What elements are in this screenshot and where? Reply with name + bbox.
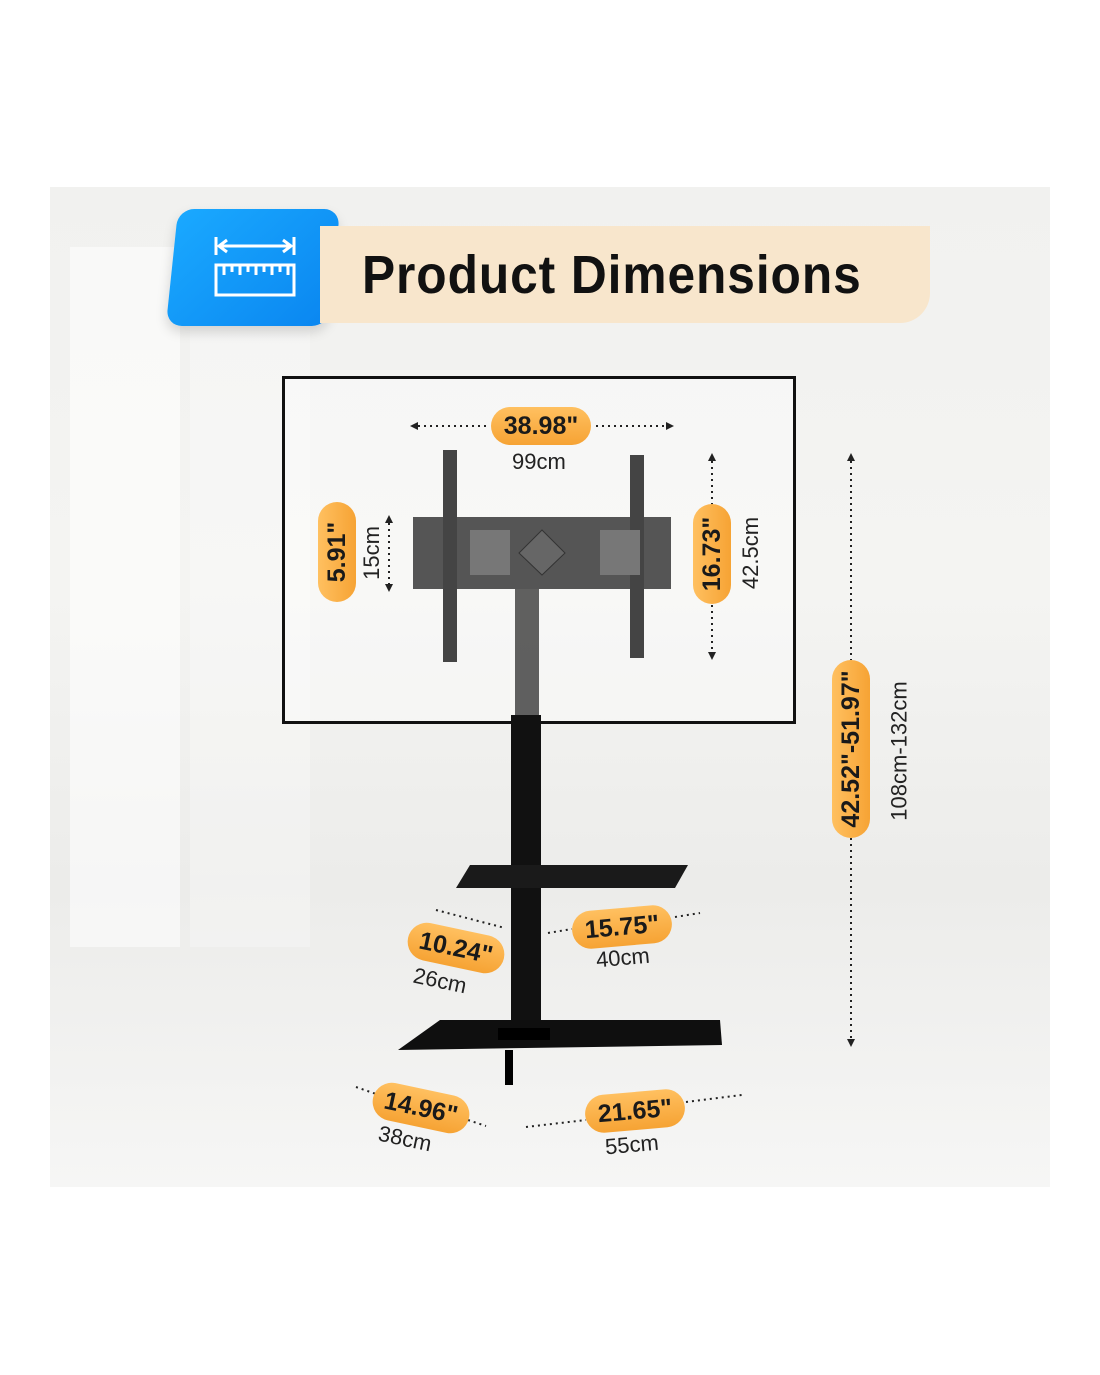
vesa-width-cm: 99cm [512, 449, 566, 474]
vesa-width-badge: 38.98" [491, 407, 591, 445]
shelf-width-cm: 40cm [594, 942, 651, 973]
header-band [320, 226, 930, 323]
vesa-height-cm: 42.5cm [738, 516, 764, 590]
page-title: Product Dimensions [362, 245, 862, 305]
height-range-cm: 108cm-132cm [886, 681, 912, 821]
ruler-icon [165, 209, 341, 326]
bracket-width-cm: 15cm [358, 526, 384, 580]
base-width-cm: 55cm [603, 1129, 660, 1160]
vesa-height-badge: 16.73" [693, 504, 731, 604]
bracket-width-badge: 5.91" [318, 502, 356, 602]
height-range-badge: 42.52"-51.97" [832, 660, 870, 838]
